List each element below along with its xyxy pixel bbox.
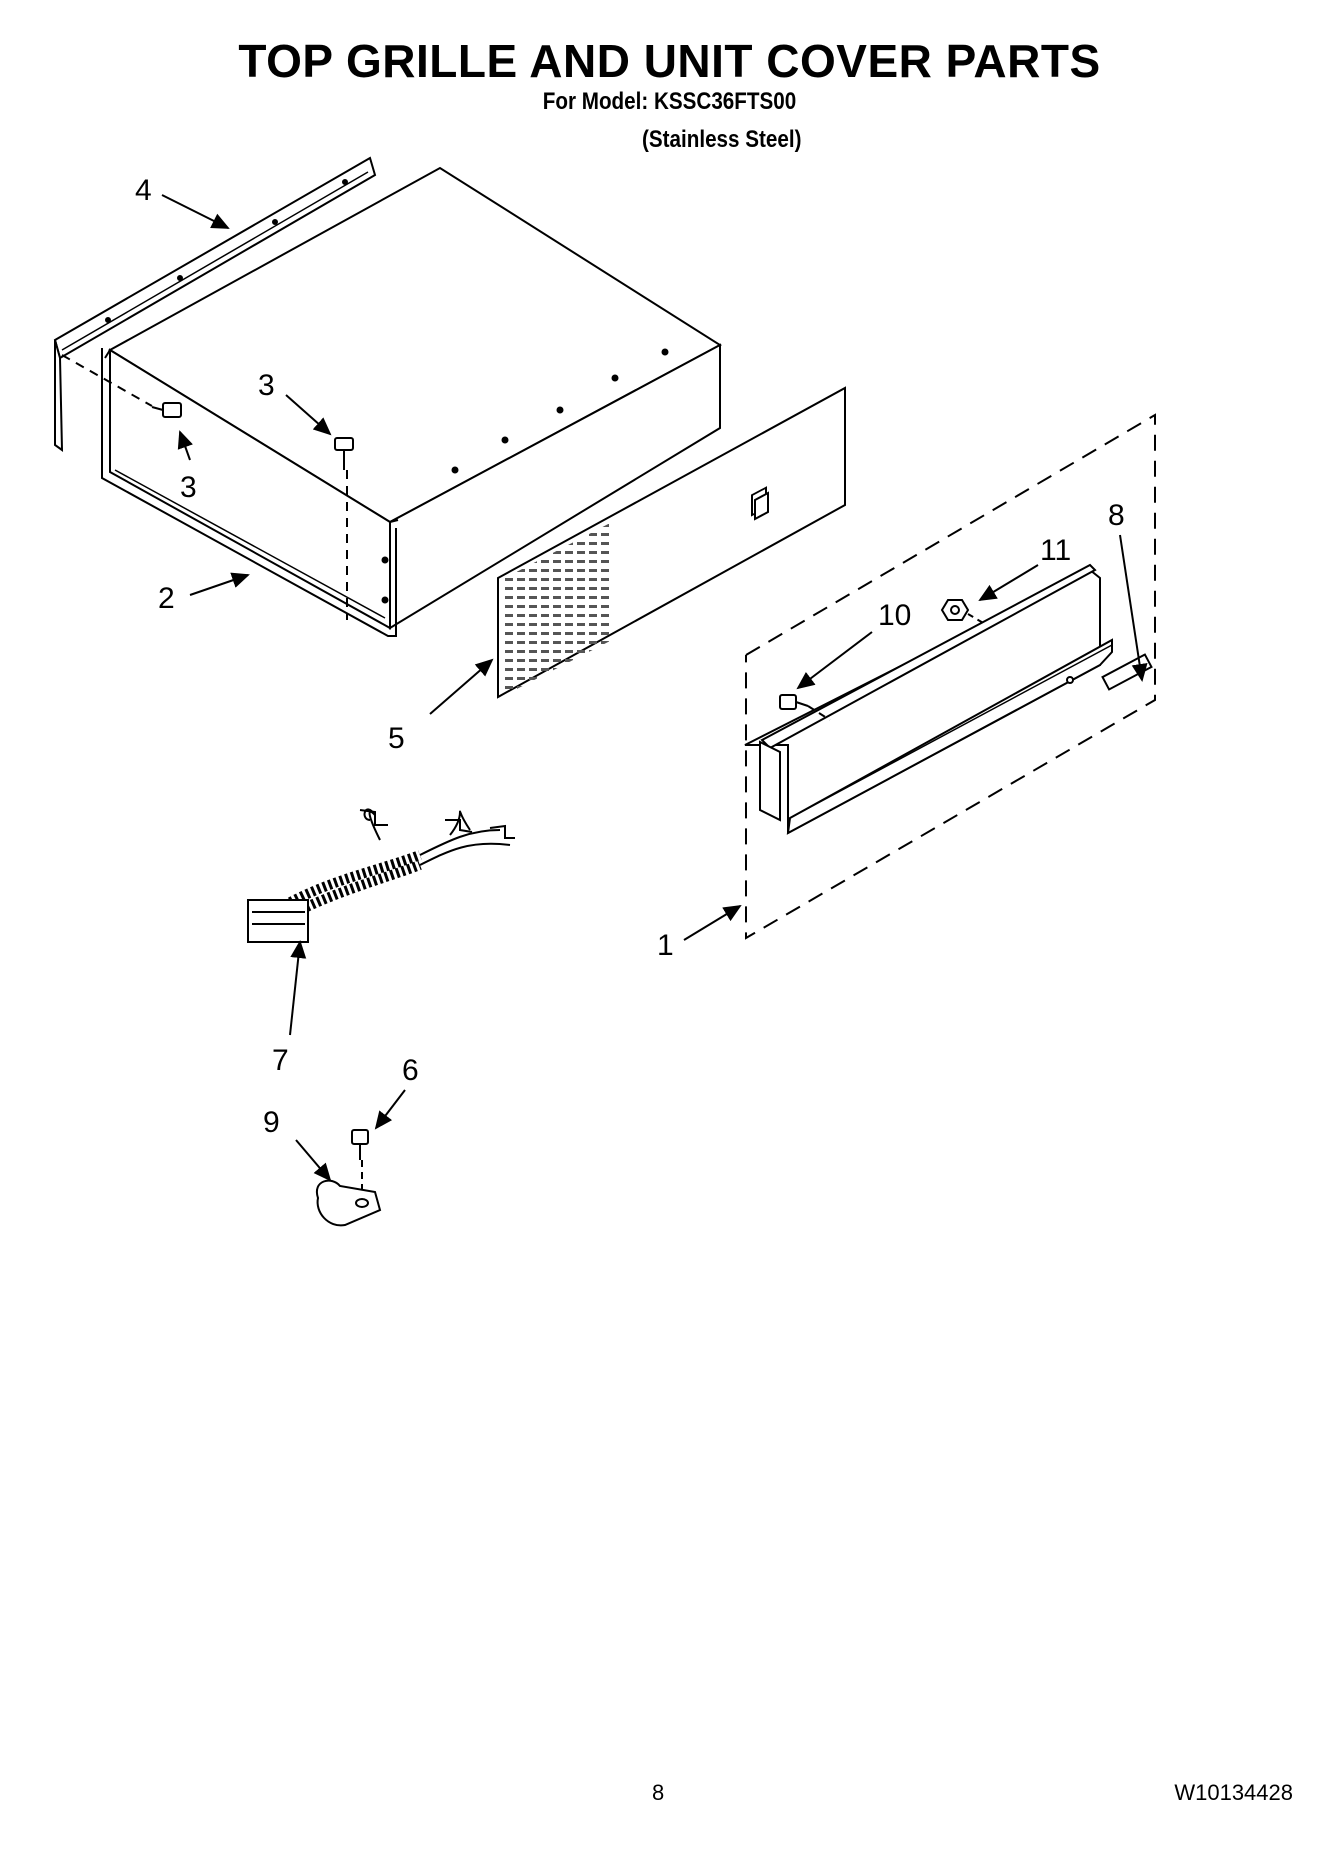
leader-lines bbox=[161, 194, 1148, 1182]
finish-label: (Stainless Steel) bbox=[642, 126, 802, 153]
screw-part-6 bbox=[351, 1129, 369, 1198]
callout-5: 5 bbox=[388, 722, 405, 755]
assembly-boundary bbox=[745, 413, 1156, 940]
callout-9: 9 bbox=[263, 1106, 280, 1139]
nut-part-11 bbox=[940, 599, 986, 625]
callout-1: 1 bbox=[657, 929, 674, 962]
rear-bracket-part-4 bbox=[53, 156, 377, 452]
screw-part-10 bbox=[779, 694, 831, 721]
callout-11: 11 bbox=[1040, 534, 1071, 567]
callout-8: 8 bbox=[1108, 499, 1125, 532]
grille-panel-part-5 bbox=[497, 386, 846, 699]
document-number: W10134428 bbox=[1174, 1780, 1293, 1805]
wire-harness-part-7 bbox=[247, 808, 515, 943]
callout-10: 10 bbox=[878, 599, 911, 632]
page-number: 8 bbox=[652, 1780, 665, 1805]
grille-assembly-part-1 bbox=[744, 563, 1153, 835]
callout-4: 4 bbox=[135, 174, 152, 207]
unit-cover-part-2 bbox=[101, 166, 722, 637]
screw-part-3-upper bbox=[334, 437, 354, 620]
screw-part-3-lower bbox=[61, 354, 182, 418]
callout-2: 2 bbox=[158, 582, 175, 615]
clamp-part-9 bbox=[315, 1179, 382, 1227]
callout-6: 6 bbox=[402, 1054, 419, 1087]
callout-3-lower: 3 bbox=[180, 471, 197, 504]
page-title: TOP GRILLE AND UNIT COVER PARTS bbox=[238, 35, 1101, 87]
callout-3-upper: 3 bbox=[258, 369, 275, 402]
model-line: For Model: KSSC36FTS00 bbox=[542, 88, 797, 115]
callout-7: 7 bbox=[272, 1044, 289, 1077]
